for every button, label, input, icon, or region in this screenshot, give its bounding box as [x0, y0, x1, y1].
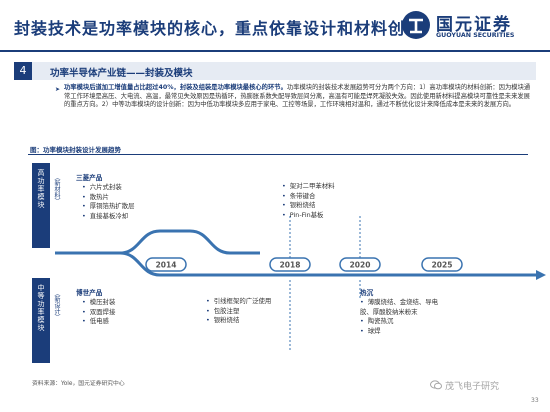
list-item: 银粉烧结: [206, 316, 280, 326]
band-mid-note: （新设计）: [53, 290, 60, 320]
list-item: 陶瓷热沉: [360, 317, 444, 327]
list-high-b: 架对二甲苯材料 条带键合 银粉烧结 Pin-Fin基板: [282, 182, 335, 220]
year-marker-2020: 2020: [339, 257, 381, 272]
year-marker-2025: 2025: [421, 257, 463, 272]
band-mid-label: 中等功率模块: [37, 284, 45, 332]
group-title-mitsubishi: 三菱产品: [76, 174, 103, 182]
list-high-a: 六片式封装 散热片 厚铜箔热扩散层 直接基板冷却: [82, 183, 135, 221]
list-item: 模压封装: [82, 298, 116, 308]
company-logo: 国元证券 GUOYUAN SECURITIES: [400, 7, 540, 45]
list-item: 双面焊接: [82, 308, 116, 318]
body-paragraph: 功率模块后道加工增值量占比超过40%，封装及组装是功率模块最核心的环节。功率模块…: [64, 84, 534, 110]
list-mid-a: 模压封装 双面焊接 低电感: [82, 298, 116, 327]
band-high-power: 高功率模块: [32, 163, 50, 248]
logo-chinese: 国元证券: [436, 15, 512, 35]
figure-rule: [28, 154, 528, 155]
group-title-bosch: 博世产品: [76, 289, 103, 297]
list-item: 散热片: [82, 193, 135, 203]
watermark: 茂飞电子研究: [430, 379, 499, 392]
list-item: 六片式封装: [82, 183, 135, 193]
paragraph-bold: 功率模块后道加工增值量占比超过40%，封装及组装是功率模块最核心的环节。: [64, 84, 287, 91]
list-item: 直接基板冷却: [82, 212, 135, 222]
year-marker-2018: 2018: [269, 257, 311, 272]
paragraph-text: 功率模块的封装技术发展趋势可分为两个方向：1）高功率模块的材料创新：因为模块通常…: [64, 84, 531, 109]
guoyuan-logo-icon: [402, 11, 430, 39]
list-item: 球焊: [360, 327, 444, 337]
year-label-2018: 2018: [280, 261, 301, 270]
wechat-icon: [430, 380, 442, 390]
list-item: 银粉烧结: [282, 201, 335, 211]
source-note: 资料来源：Yole，国元证券研究中心: [32, 381, 125, 387]
header-rule: [0, 50, 550, 52]
watermark-text: 茂飞电子研究: [445, 382, 500, 392]
section-number: 4: [14, 62, 32, 80]
year-label-2014: 2014: [156, 261, 177, 270]
list-item: 低电感: [82, 317, 115, 327]
section-bar: 4 功率半导体产业链——封装及模块: [14, 62, 536, 80]
band-high-label: 高功率模块: [37, 169, 45, 209]
list-item: 条带键合: [282, 192, 335, 202]
timeline-line: [55, 215, 536, 350]
year-label-2025: 2025: [432, 261, 453, 270]
year-marker-2014: 2014: [145, 257, 187, 272]
band-mid-power: 中等功率模块: [32, 278, 50, 363]
logo-english: GUOYUAN SECURITIES: [436, 32, 515, 39]
list-item: 引线框架的广泛使用: [206, 297, 280, 307]
timeline-arrow-icon: [536, 270, 546, 280]
list-item: 薄膜烧结、金烧结、导电胶、厚酸胶纳米粉末: [360, 298, 444, 317]
group-title-heatsink: 热沉: [360, 289, 374, 297]
list-item: 厚铜箔热扩散层: [82, 202, 135, 212]
figure-title: 图：功率模块封装设计发展趋势: [30, 146, 121, 154]
band-high-note: （新材料）: [53, 174, 60, 204]
list-mid-b: 引线框架的广泛使用 包胶注塑 银粉烧结: [206, 297, 280, 326]
list-mid-c: 薄膜烧结、金烧结、导电胶、厚酸胶纳米粉末 陶瓷热沉 球焊: [360, 298, 444, 336]
paragraph-bullet: ➤: [55, 86, 61, 93]
year-label-2020: 2020: [350, 261, 371, 270]
page-number: 33: [531, 397, 539, 404]
list-item: Pin-Fin基板: [282, 211, 335, 221]
page-title: 封装技术是功率模块的核心，重点依靠设计和材料创新: [14, 19, 423, 38]
list-item: 架对二甲苯材料: [282, 182, 335, 192]
header: 封装技术是功率模块的核心，重点依靠设计和材料创新 国元证券 GUOYUAN SE…: [0, 0, 550, 50]
list-item: 包胶注塑: [206, 307, 280, 317]
section-title: 功率半导体产业链——封装及模块: [50, 68, 193, 79]
